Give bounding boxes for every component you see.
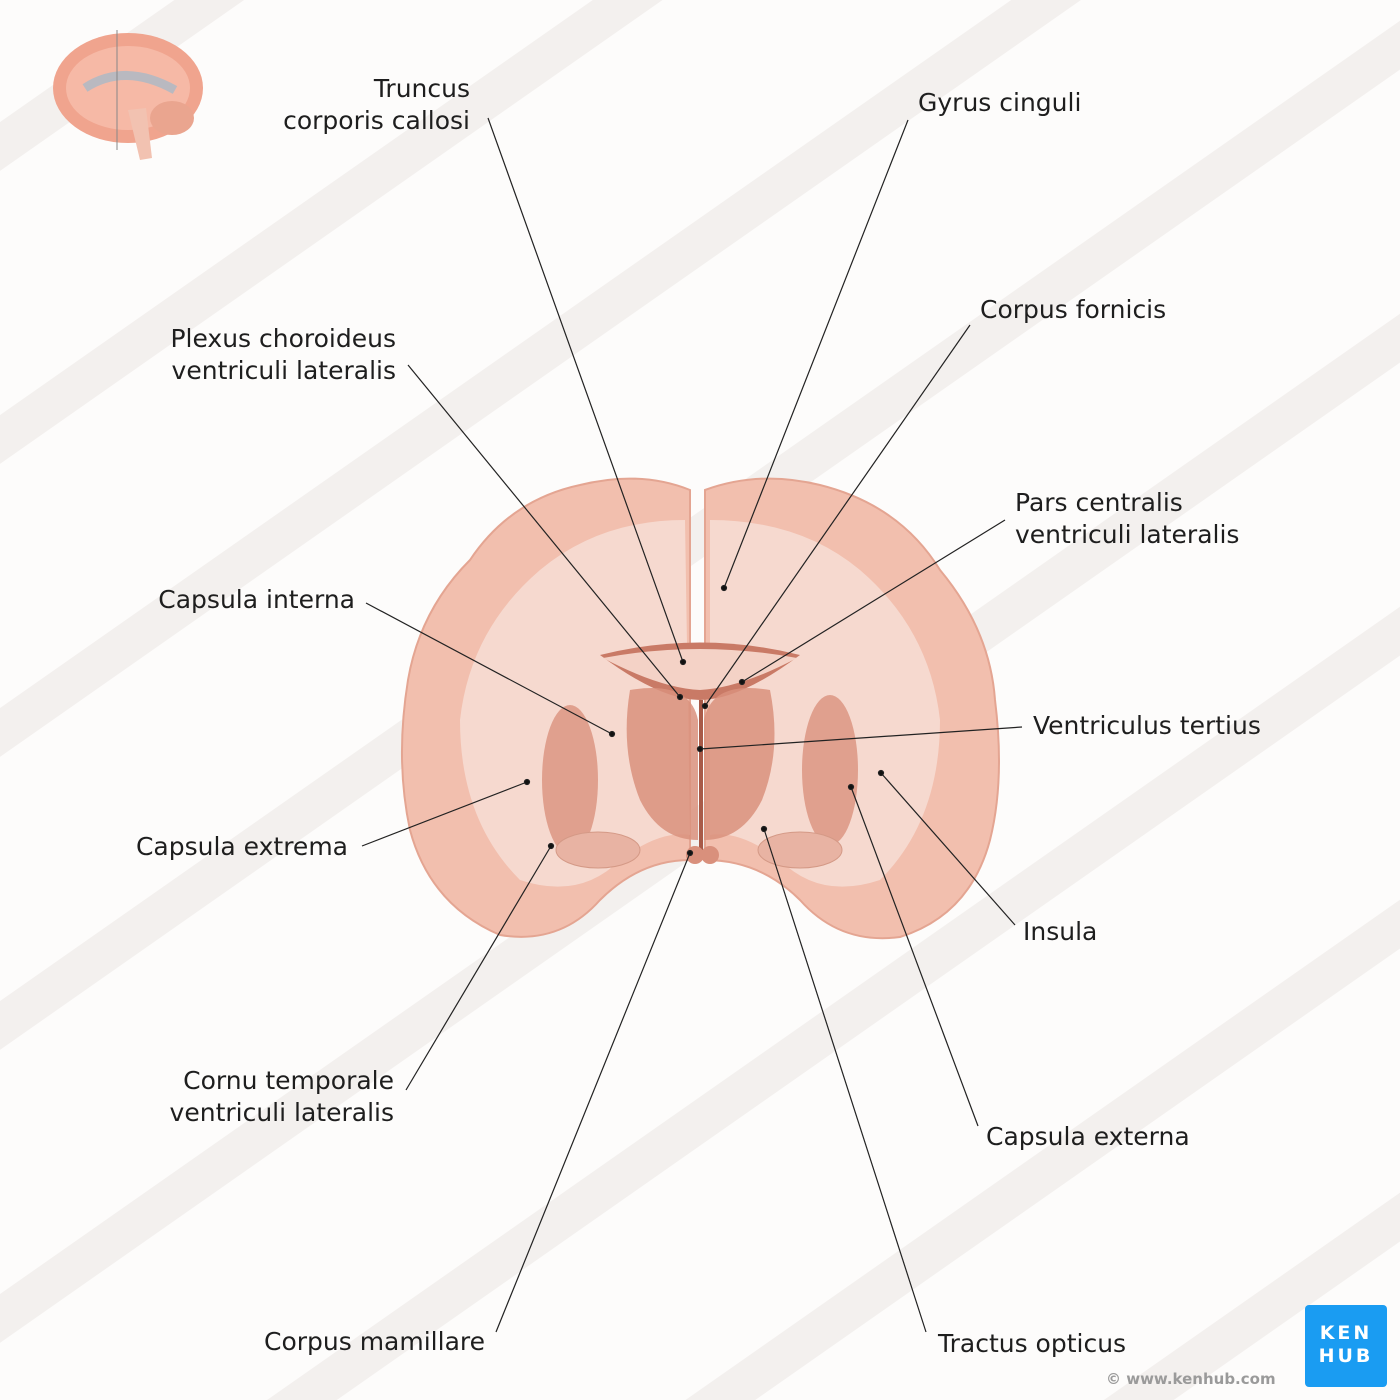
label-capsula-externa: Capsula externa: [986, 1122, 1190, 1151]
label-corpus-fornicis: Corpus fornicis: [980, 295, 1167, 324]
leader-truncus: [487, 117, 684, 663]
label-plexus-choroideus: Plexus choroideus ventriculi lateralis: [170, 323, 396, 387]
label-pars-centralis: Pars centralis ventriculi lateralis: [1015, 487, 1239, 551]
label-line: ventriculi lateralis: [1015, 520, 1240, 549]
label-corpus-mamillare: Corpus mamillare: [263, 1327, 485, 1356]
leader-pars-centralis: [741, 519, 1006, 683]
leader-gyrus-cinguli: [723, 119, 909, 589]
label-gyrus-cinguli: Gyrus cinguli: [918, 88, 1082, 117]
label-insula: Insula: [1023, 917, 1098, 946]
leader-ventriculus-tertius: [699, 726, 1023, 750]
label-line: Plexus choroideus: [170, 324, 396, 353]
logo-line: KEN: [1319, 1322, 1373, 1344]
label-capsula-interna: Capsula interna: [158, 585, 355, 614]
leader-cornu-temporale: [405, 845, 552, 1091]
label-line: Cornu temporale: [183, 1066, 394, 1095]
label-line: corporis callosi: [283, 106, 470, 135]
thalamus: [626, 688, 698, 840]
logo-line: HUB: [1318, 1345, 1374, 1367]
label-line: Pars centralis: [1015, 488, 1183, 517]
label-cornu-temporale: Cornu temporale ventriculi lateralis: [170, 1065, 394, 1129]
leader-tractus-opticus: [763, 828, 927, 1333]
brain-thumbnail: [53, 30, 203, 160]
leader-plexus: [407, 364, 681, 698]
coronal-brain-section: [400, 477, 1000, 940]
leader-corpus-mamillare: [495, 852, 691, 1333]
leader-insula: [880, 772, 1016, 926]
leader-capsula-externa: [850, 786, 979, 1127]
label-line: ventriculi lateralis: [171, 356, 396, 385]
copyright: © www.kenhub.com: [1106, 1370, 1276, 1388]
label-truncus-corporis-callosi: Truncus corporis callosi: [283, 73, 470, 137]
label-ventriculus-tertius: Ventriculus tertius: [1033, 711, 1261, 740]
label-line: ventriculi lateralis: [169, 1098, 394, 1127]
label-line: Truncus: [373, 74, 470, 103]
leader-corpus-fornicis: [704, 324, 971, 707]
label-capsula-extrema: Capsula extrema: [135, 832, 348, 861]
label-tractus-opticus: Tractus opticus: [938, 1329, 1127, 1358]
leader-capsula-interna: [365, 602, 613, 735]
leader-capsula-extrema: [361, 781, 528, 847]
